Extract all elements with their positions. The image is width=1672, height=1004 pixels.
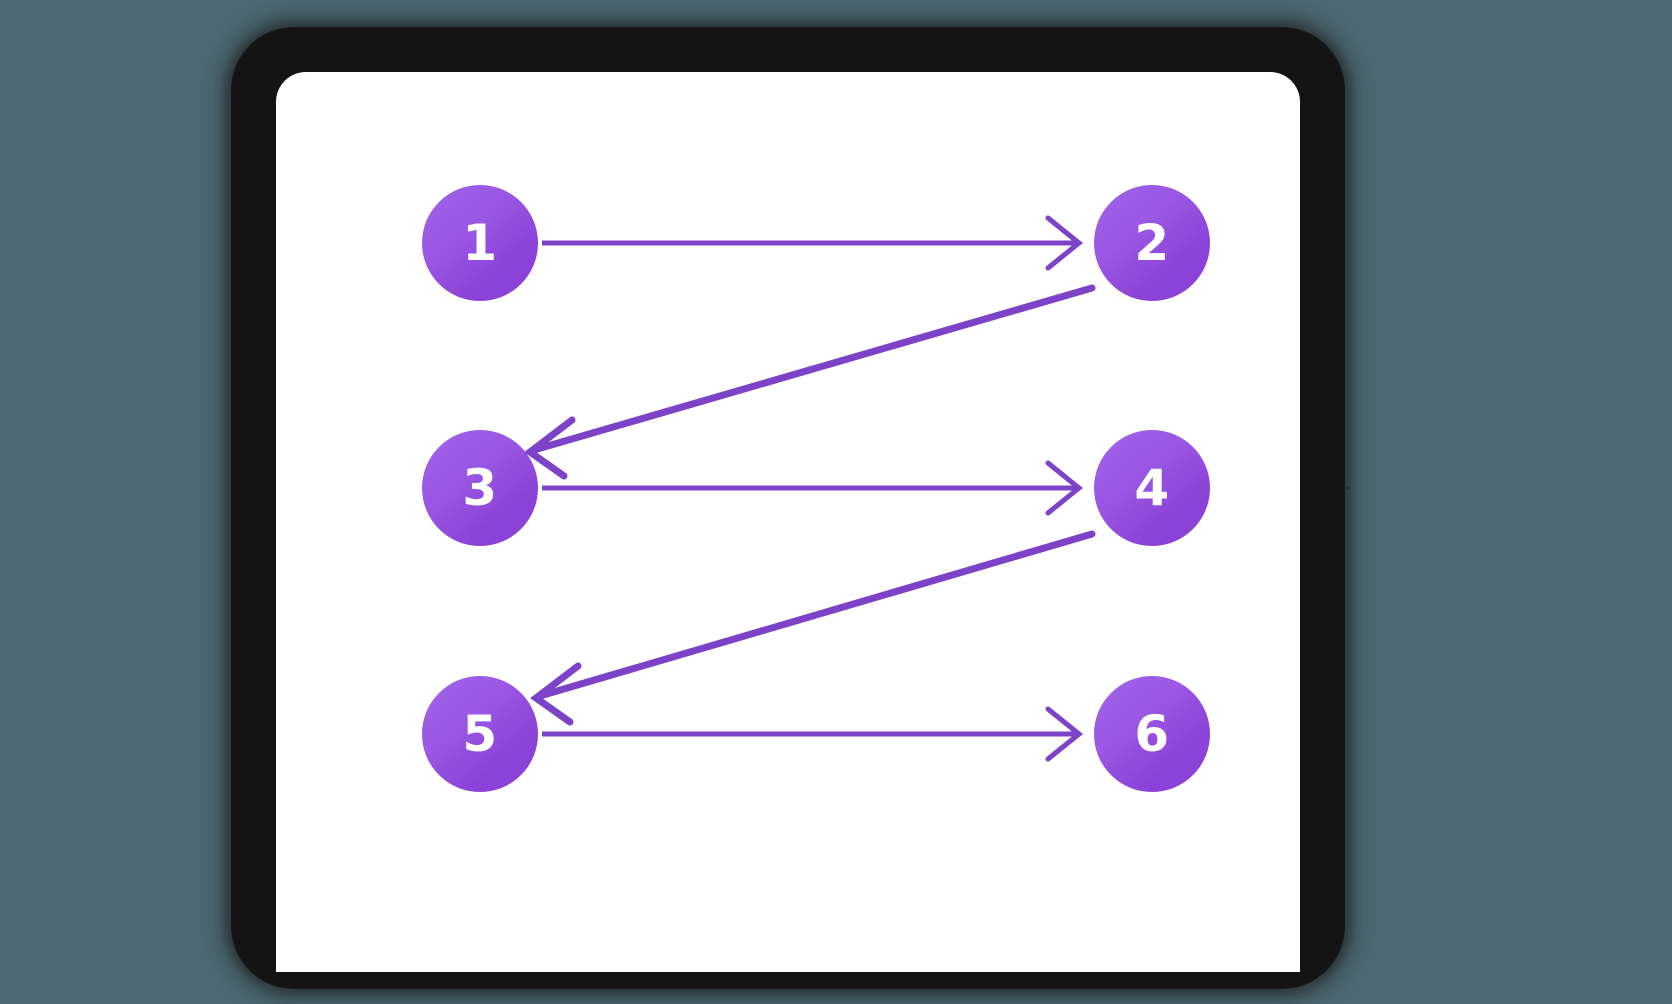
diagram-node-3[interactable]: 3: [422, 430, 538, 546]
diagram-node-1-label: 1: [462, 214, 498, 272]
diagram-node-4-label: 4: [1134, 459, 1170, 517]
edge-3-to-4[interactable]: [542, 460, 1083, 516]
edge-1-to-2[interactable]: [542, 215, 1083, 271]
edge-5-to-6[interactable]: [542, 706, 1083, 762]
diagram-node-4[interactable]: 4: [1094, 430, 1210, 546]
edge-2-to-3-line: [530, 284, 1096, 454]
diagram-node-2[interactable]: 2: [1094, 185, 1210, 301]
edge-2-to-3[interactable]: [524, 284, 1096, 480]
edge-3-to-4-arrowhead: [1045, 460, 1083, 516]
diagram-node-1[interactable]: 1: [422, 185, 538, 301]
diagram-node-2-label: 2: [1134, 214, 1170, 272]
diagram-node-3-label: 3: [462, 459, 498, 517]
flow-diagram: 1 2 3 4 5 6: [276, 72, 1300, 972]
edge-2-to-3-arrowhead: [524, 416, 576, 480]
edge-4-to-5-line: [536, 530, 1096, 700]
screenshot-stage: 1 2 3 4 5 6: [216, 12, 1360, 1004]
edge-5-to-6-arrowhead: [1045, 706, 1083, 762]
diagram-node-5[interactable]: 5: [422, 676, 538, 792]
device-frame: 1 2 3 4 5 6: [216, 12, 1360, 1004]
diagram-node-5-label: 5: [462, 705, 498, 763]
diagram-edges-layer: [524, 215, 1096, 762]
edge-1-to-2-arrowhead: [1045, 215, 1083, 271]
device-screen: 1 2 3 4 5 6: [276, 72, 1300, 972]
diagram-node-6-label: 6: [1134, 705, 1170, 763]
diagram-node-6[interactable]: 6: [1094, 676, 1210, 792]
edge-4-to-5-arrowhead: [530, 662, 582, 726]
edge-4-to-5[interactable]: [530, 530, 1096, 726]
